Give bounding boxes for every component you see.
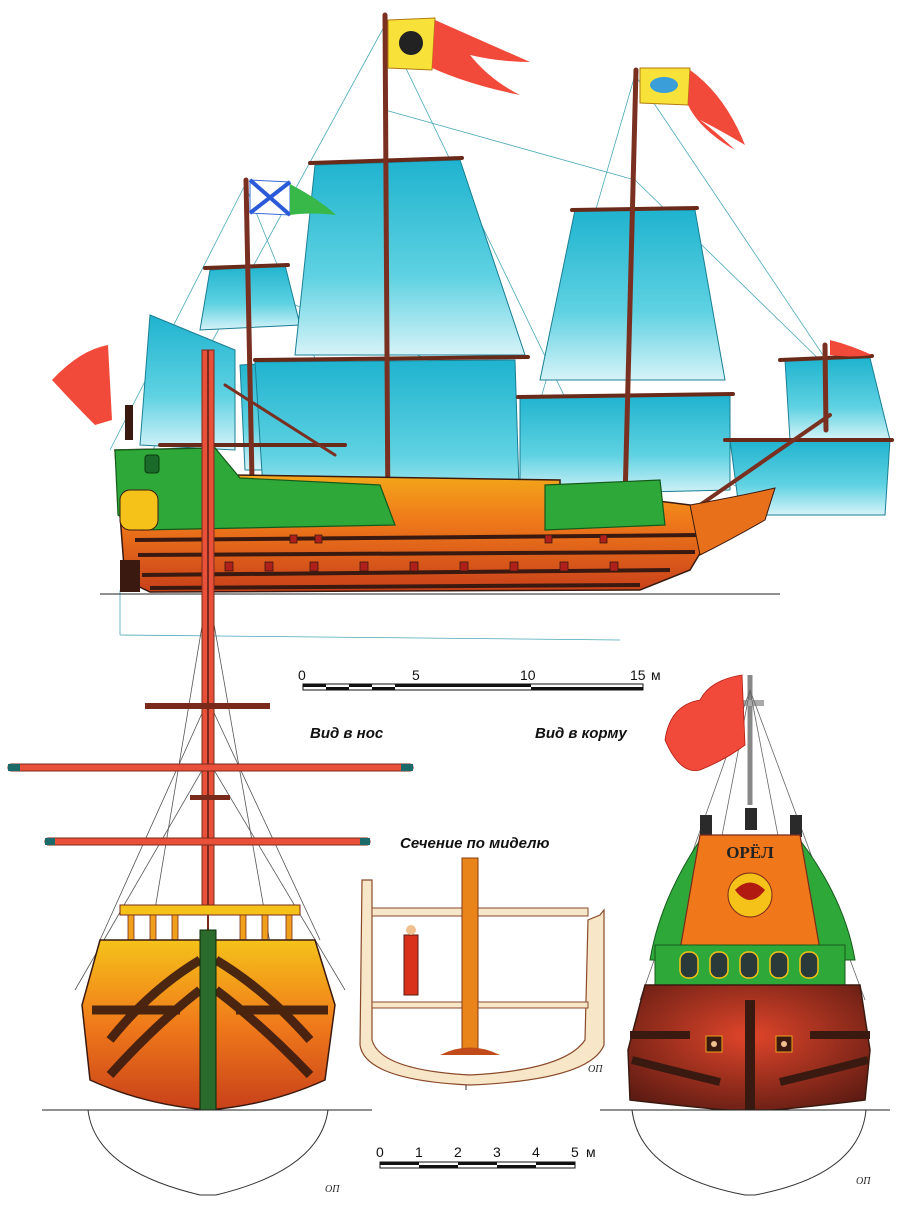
- midship-baseline-mark: ОП: [588, 1064, 603, 1075]
- scale-large-tick-15: 15: [630, 667, 646, 683]
- scale-small-tick-4: 4: [532, 1144, 540, 1160]
- scale-small-tick-5: 5: [571, 1144, 579, 1160]
- scale-bar-large: 0 5 10 15 м: [298, 667, 661, 691]
- flags: [52, 17, 872, 425]
- sailor-figure: [125, 405, 133, 440]
- scale-large-tick-10: 10: [520, 667, 536, 683]
- side-view-ship: [52, 12, 894, 641]
- scale-small-tick-3: 3: [493, 1144, 501, 1160]
- stern-view-label: Вид в корму: [535, 725, 627, 742]
- gun-ports: [224, 534, 619, 572]
- hull: [114, 405, 776, 593]
- crown-emblem-icon: [650, 77, 678, 93]
- yards: [158, 156, 894, 447]
- scale-bar-small: 0 1 2 3 4 5 м: [376, 1144, 596, 1169]
- stern-view-ship: ОРЁЛ ОП: [600, 674, 890, 1196]
- scale-large-unit: м: [651, 667, 661, 683]
- bow-baseline-mark: ОП: [325, 1184, 340, 1195]
- sailor-figure-midship: [403, 934, 419, 996]
- bow-yards: [7, 763, 414, 846]
- midship-section-label: Сечение по миделю: [400, 835, 550, 852]
- stern-ship-name: ОРЁЛ: [726, 843, 774, 862]
- scale-small-tick-0: 0: [376, 1144, 384, 1160]
- scale-small-unit: м: [586, 1144, 596, 1160]
- scale-small-tick-2: 2: [454, 1144, 462, 1160]
- st-andrew-cross-icon: [248, 178, 292, 217]
- scale-small-tick-1: 1: [415, 1144, 423, 1160]
- masts: [223, 12, 832, 528]
- scale-large-tick-5: 5: [412, 667, 420, 683]
- bow-view-ship: ОП: [7, 349, 414, 1196]
- stern-baseline-mark: ОП: [856, 1176, 871, 1187]
- bow-view-label: Вид в нос: [310, 725, 384, 742]
- scale-large-tick-0: 0: [298, 667, 306, 683]
- midship-section: ОП: [359, 857, 605, 1090]
- eagle-emblem-icon: [399, 31, 423, 55]
